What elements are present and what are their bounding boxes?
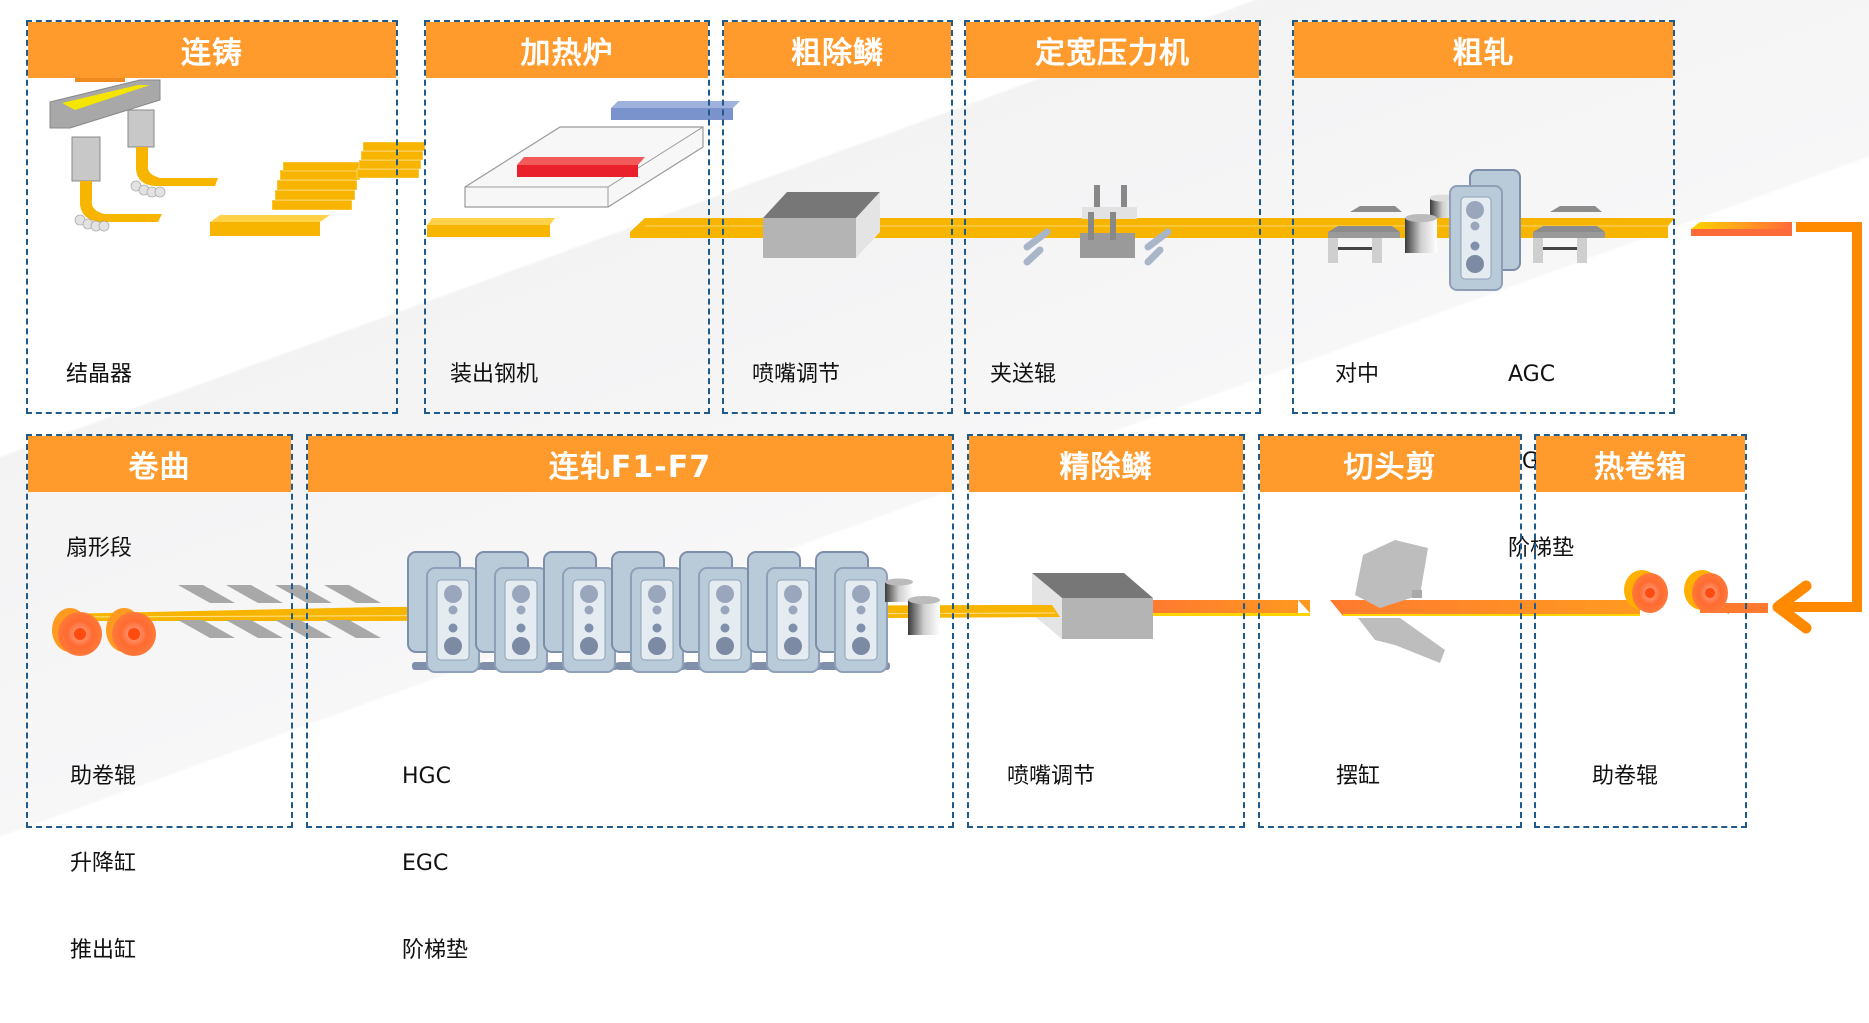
- transfer-bar: [1691, 222, 1792, 236]
- finishing-stand: [543, 551, 618, 673]
- coilbox-coils: [1624, 570, 1728, 613]
- stage-title: 连铸: [28, 22, 396, 78]
- blue-slab: [611, 101, 740, 108]
- stage-title: 热卷箱: [1536, 436, 1745, 492]
- finishing-stand: [747, 551, 822, 673]
- background: [0, 0, 1869, 838]
- red-slab: [517, 157, 645, 165]
- rough-descaler-drawing: [763, 192, 880, 258]
- process-drawing: [49, 45, 1792, 673]
- down-coiler-coils: [52, 608, 156, 656]
- slab: [210, 215, 330, 222]
- charging-slab: [427, 225, 550, 237]
- finishing-stand: [475, 551, 550, 673]
- sizing-press-drawing: [1023, 185, 1172, 266]
- stage-title: 精除鳞: [969, 436, 1243, 492]
- finishing-stands: [407, 551, 890, 673]
- stage-title: 定宽压力机: [966, 22, 1259, 78]
- stage-title: 切头剪: [1260, 436, 1520, 492]
- mold-1: [71, 136, 101, 182]
- roughing-mill-drawing: [1328, 169, 1605, 291]
- strand-2: [136, 147, 218, 186]
- hot-strip-line: [1153, 600, 1768, 616]
- stage-title: 加热炉: [426, 22, 708, 78]
- finishing-stand: [815, 551, 890, 673]
- slab-stack-2: [356, 141, 426, 179]
- slab-stack-1: [271, 161, 364, 211]
- reheating-furnace-drawing: [427, 101, 740, 237]
- finishing-stand: [407, 551, 482, 673]
- stage-title: 卷曲: [28, 436, 291, 492]
- finishing-exit-cylinders: [885, 578, 940, 635]
- mold-2: [127, 109, 155, 148]
- strand-1: [80, 181, 162, 222]
- stage-title: 连轧F1-F7: [308, 436, 952, 492]
- crop-shear-drawing: [1355, 540, 1445, 663]
- finishing-stand: [611, 551, 686, 673]
- finishing-stand: [679, 551, 754, 673]
- tundish: [49, 79, 161, 129]
- stage-title: 粗轧: [1294, 22, 1673, 78]
- laminar-cooling: [178, 585, 381, 638]
- stage-title: 粗除鳞: [724, 22, 951, 78]
